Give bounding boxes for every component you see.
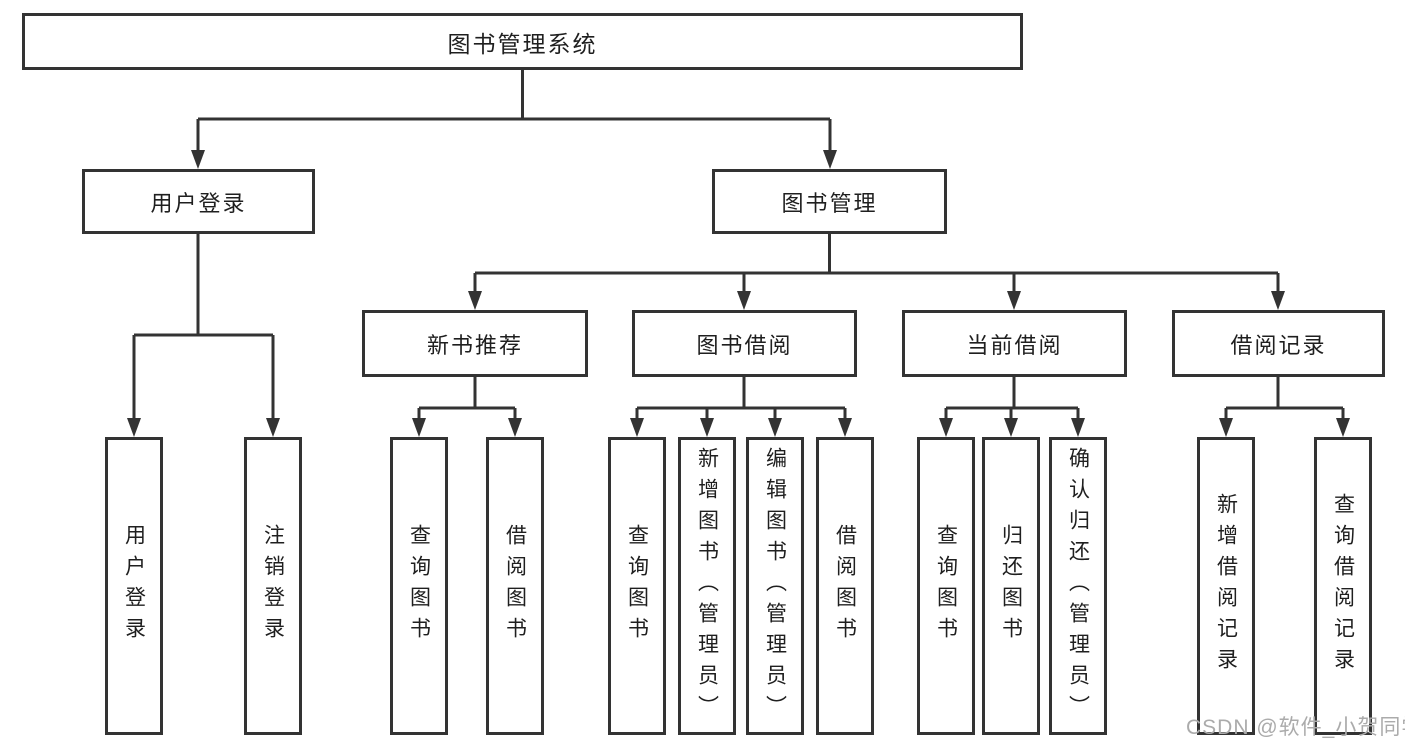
edge-borrowrecords-bar: [1224, 377, 1345, 425]
arrowhead: [468, 291, 482, 310]
leaf-query-borrow-record: 查询借阅记录: [1314, 437, 1372, 735]
leaf-borrow-books: 借阅图书: [816, 437, 874, 735]
arrowhead: [127, 418, 141, 437]
leaf-edit-books-admin: 编辑图书（管理员）: [746, 437, 804, 735]
arrowhead: [768, 418, 782, 437]
arrowhead: [737, 291, 751, 310]
edge-root-bar: [196, 70, 832, 157]
leaf-logout: 注销登录: [244, 437, 302, 735]
arrowhead: [823, 150, 837, 169]
leaf-query-books-borrow: 查询图书: [608, 437, 666, 735]
arrowhead: [508, 418, 522, 437]
arrowhead: [191, 150, 205, 169]
leaf-add-borrow-record: 新增借阅记录: [1197, 437, 1255, 735]
arrowhead: [1004, 418, 1018, 437]
arrowhead: [939, 418, 953, 437]
node-current-borrowing: 当前借阅: [902, 310, 1127, 377]
arrowhead: [1219, 418, 1233, 437]
arrowhead: [838, 418, 852, 437]
leaf-user-login: 用户登录: [105, 437, 163, 735]
edge-userlogin-bar: [132, 233, 275, 425]
node-library-management-system: 图书管理系统: [22, 13, 1023, 70]
arrowhead: [412, 418, 426, 437]
arrowhead: [700, 418, 714, 437]
edge-newbookrec-bar: [417, 377, 517, 425]
arrowhead: [1071, 418, 1085, 437]
node-book-borrowing: 图书借阅: [632, 310, 857, 377]
leaf-borrow-books-rec: 借阅图书: [486, 437, 544, 735]
edge-bookborrow-bar: [635, 377, 847, 425]
node-book-management: 图书管理: [712, 169, 947, 234]
leaf-confirm-return-admin: 确认归还（管理员）: [1049, 437, 1107, 735]
arrowhead: [266, 418, 280, 437]
leaf-query-books-rec: 查询图书: [390, 437, 448, 735]
csdn-watermark: CSDN @软件_小贺同学: [1186, 716, 1405, 739]
node-borrowing-records: 借阅记录: [1172, 310, 1385, 377]
arrowhead: [630, 418, 644, 437]
arrowhead: [1271, 291, 1285, 310]
leaf-add-books-admin: 新增图书（管理员）: [678, 437, 736, 735]
node-user-login: 用户登录: [82, 169, 315, 234]
leaf-query-books-current: 查询图书: [917, 437, 975, 735]
edge-currentborrow-bar: [944, 377, 1080, 425]
arrowhead: [1007, 291, 1021, 310]
node-new-book-recommendation: 新书推荐: [362, 310, 588, 377]
leaf-return-books: 归还图书: [982, 437, 1040, 735]
edge-bookmgmt-bar: [473, 234, 1280, 298]
arrowhead: [1336, 418, 1350, 437]
